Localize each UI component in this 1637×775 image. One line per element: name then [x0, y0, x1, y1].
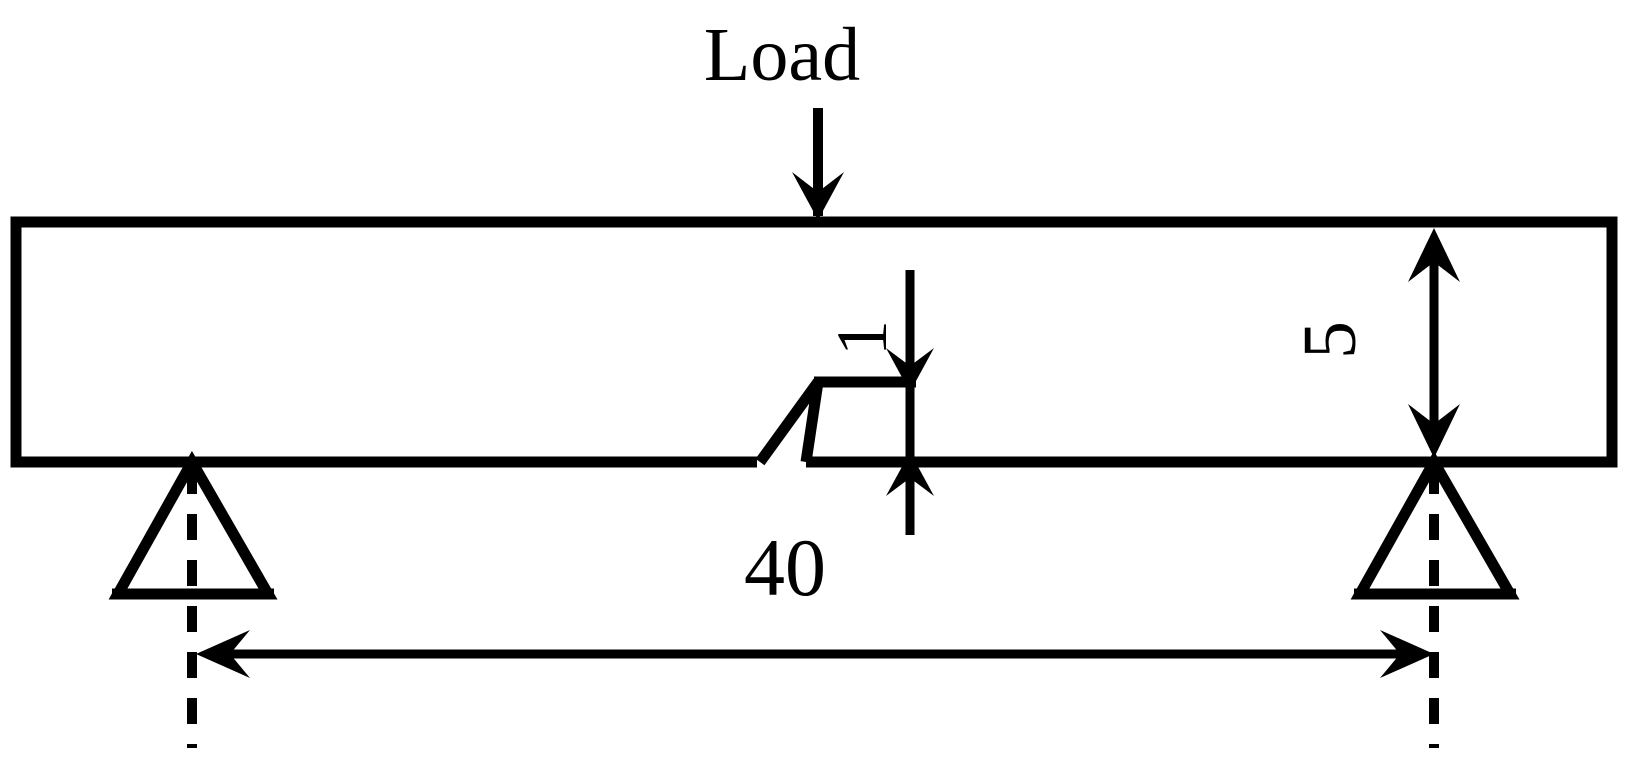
load-indicator-group: Load	[704, 13, 860, 220]
v-notch-group	[755, 376, 916, 472]
notch-dim-arrow-bottom	[886, 452, 934, 496]
notch-dim-arrow-top	[886, 348, 934, 392]
beam-depth-label: 5	[1288, 321, 1372, 359]
span-arrow-right	[1380, 630, 1434, 678]
notch-depth-dimension: 1	[822, 270, 934, 535]
beam-depth-arrow-top	[1408, 228, 1460, 282]
span-arrow-left	[196, 630, 250, 678]
pinned-support-right	[1350, 450, 1520, 748]
load-label: Load	[704, 13, 860, 97]
beam-depth-arrow-bottom	[1408, 404, 1460, 458]
notch-mouth-mask	[757, 454, 809, 472]
pinned-support-left	[108, 450, 278, 748]
notch-depth-label: 1	[822, 320, 902, 356]
span-label: 40	[744, 522, 826, 613]
beam-depth-dimension: 5	[1288, 228, 1460, 458]
load-arrow-head	[792, 172, 844, 220]
span-dimension: 40	[196, 522, 1434, 678]
